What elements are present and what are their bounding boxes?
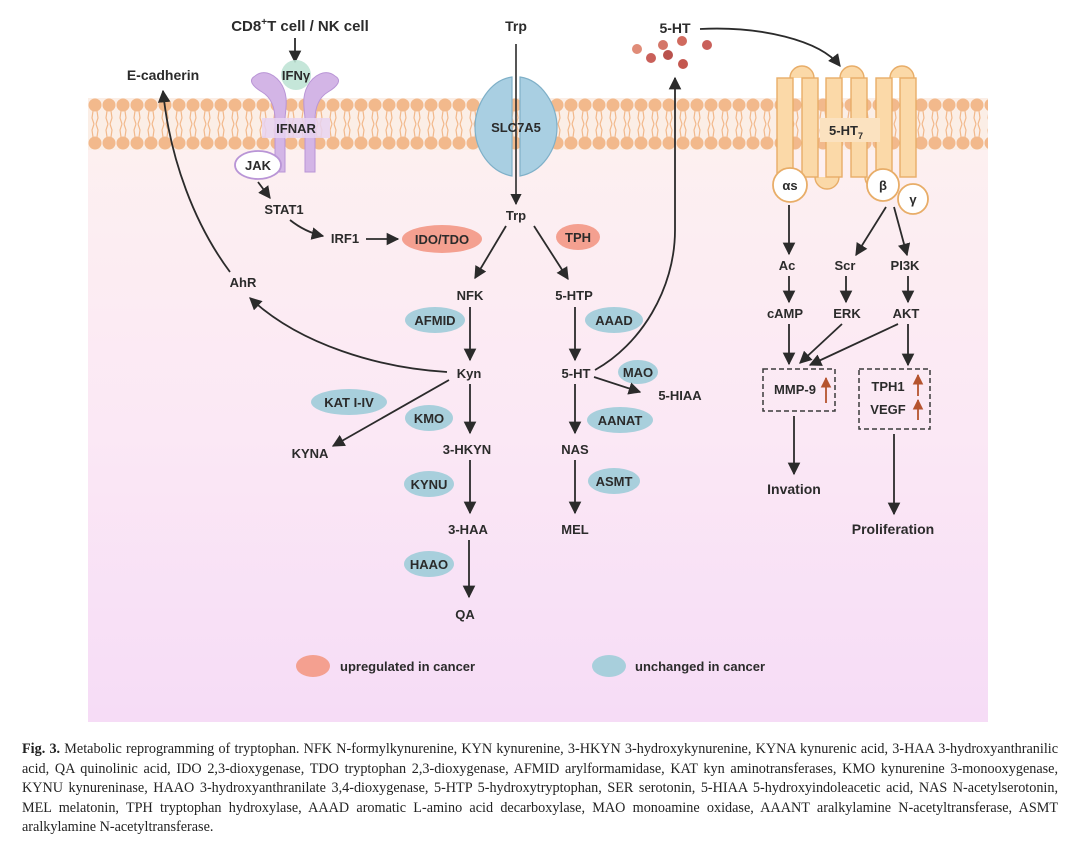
- vegf-label: VEGF: [870, 402, 905, 417]
- legend-upregulated-label: upregulated in cancer: [340, 659, 475, 674]
- tph1-label: TPH1: [871, 379, 904, 394]
- arrow-5ht-export: [594, 76, 682, 371]
- ifnar-label: IFNAR: [276, 121, 316, 136]
- enzyme-ido-tdo: [402, 225, 482, 253]
- ahr-label: AhR: [230, 275, 257, 290]
- arrow-stat1-irf1: [289, 219, 325, 240]
- kynu-label: KYNU: [411, 477, 448, 492]
- legend: upregulated in cancer unchanged in cance…: [296, 655, 765, 677]
- pi3k-label: PI3K: [891, 258, 921, 273]
- arrow-trp-5htp: [533, 225, 569, 281]
- slc7a5-transporter: [474, 76, 558, 177]
- arrow-kyn-kyna: [331, 379, 450, 447]
- irf1-label: IRF1: [331, 231, 359, 246]
- ido-tdo-label: IDO/TDO: [415, 232, 469, 247]
- mmp9-label: MMP-9: [774, 382, 816, 397]
- g-gamma-subunit: [897, 183, 929, 215]
- e-cadherin-label: E-cadherin: [127, 67, 199, 83]
- ifnar-receptor: [251, 72, 339, 173]
- akt-label: AKT: [893, 306, 920, 321]
- legend-unchanged-swatch: [592, 655, 626, 677]
- figure-caption: Fig. 3. Metabolic reprogramming of trypt…: [22, 740, 1058, 838]
- arrow-ahr-ecadherin: [157, 89, 231, 273]
- arrow-kyn-ahr: [249, 297, 448, 373]
- kyna-label: KYNA: [292, 446, 329, 461]
- g-beta-subunit: [866, 168, 900, 202]
- g-beta-label: β: [879, 178, 887, 193]
- enzyme-mao: [618, 360, 658, 384]
- 5ht-intracellular-label: 5-HT: [562, 366, 591, 381]
- nfk-label: NFK: [457, 288, 484, 303]
- 3haa-label: 3-HAA: [448, 522, 488, 537]
- kyn-label: Kyn: [457, 366, 482, 381]
- ifn-gamma-ligand: [281, 60, 311, 90]
- mel-label: MEL: [561, 522, 589, 537]
- enzyme-kynu: [404, 471, 454, 497]
- 5hiaa-label: 5-HIAA: [658, 388, 702, 403]
- arrow-akt-mmp9: [808, 323, 899, 366]
- mao-label: MAO: [623, 365, 653, 380]
- serotonin-molecules: [632, 36, 712, 69]
- enzyme-asmt: [588, 468, 640, 494]
- figure-number: Fig. 3.: [22, 741, 61, 757]
- trp-extracellular-label: Trp: [505, 18, 527, 34]
- arrow-5ht-to-receptor: [699, 27, 841, 67]
- tryptophan-pathway-diagram: CD8+T cell / NK cell IFNγ IFNAR JAK STAT…: [88, 17, 988, 722]
- jak-label: JAK: [245, 158, 272, 173]
- cytoplasm-background: [88, 140, 988, 722]
- proliferation-label: Proliferation: [852, 521, 934, 537]
- nas-label: NAS: [561, 442, 589, 457]
- g-alpha-s-subunit: [772, 167, 808, 203]
- camp-label: cAMP: [767, 306, 803, 321]
- trp-intracellular-label: Trp: [506, 208, 526, 223]
- aanat-label: AANAT: [598, 413, 643, 428]
- ac-label: Ac: [779, 258, 796, 273]
- stat1-label: STAT1: [264, 202, 303, 217]
- 3hkyn-label: 3-HKYN: [443, 442, 491, 457]
- enzyme-afmid: [405, 307, 465, 333]
- invasion-label: Invation: [767, 481, 821, 497]
- jak-node: [234, 150, 282, 180]
- aaad-label: AAAD: [595, 313, 633, 328]
- tph1-vegf-box: [858, 368, 931, 430]
- arrow-gbeta-scr: [855, 206, 887, 257]
- qa-label: QA: [455, 607, 475, 622]
- caption-text: Metabolic reprogramming of tryptophan. N…: [22, 741, 1059, 836]
- immune-source-label: CD8+T cell / NK cell: [231, 17, 369, 35]
- enzyme-tph: [556, 224, 600, 250]
- arrow-5ht-5hiaa: [593, 376, 642, 395]
- arrow-gbeta-pi3k: [893, 206, 911, 257]
- afmid-label: AFMID: [414, 313, 455, 328]
- 5htp-label: 5-HTP: [555, 288, 593, 303]
- 5ht7-receptor: [776, 65, 917, 190]
- ifn-gamma-label: IFNγ: [282, 68, 311, 83]
- enzyme-kmo: [405, 405, 453, 431]
- erk-label: ERK: [833, 306, 861, 321]
- g-alpha-s-label: αs: [782, 178, 797, 193]
- 5ht-extracellular-label: 5-HT: [659, 20, 691, 36]
- kat-label: KAT I-IV: [324, 395, 374, 410]
- enzyme-haao: [404, 551, 454, 577]
- enzyme-aaad: [585, 307, 643, 333]
- 5ht7-label: 5-HT7: [829, 123, 863, 141]
- haao-label: HAAO: [410, 557, 448, 572]
- legend-unchanged-label: unchanged in cancer: [635, 659, 765, 674]
- scr-label: Scr: [835, 258, 856, 273]
- asmt-label: ASMT: [596, 474, 633, 489]
- arrow-erk-mmp9: [799, 323, 843, 364]
- tph-label: TPH: [565, 230, 591, 245]
- mmp9-box: [762, 368, 836, 412]
- arrow-trp-nfk: [474, 225, 507, 280]
- g-gamma-label: γ: [909, 192, 917, 207]
- enzyme-kat: [311, 389, 387, 415]
- arrow-jak-stat1: [257, 181, 271, 200]
- enzyme-aanat: [587, 407, 653, 433]
- legend-upregulated-swatch: [296, 655, 330, 677]
- kmo-label: KMO: [414, 411, 444, 426]
